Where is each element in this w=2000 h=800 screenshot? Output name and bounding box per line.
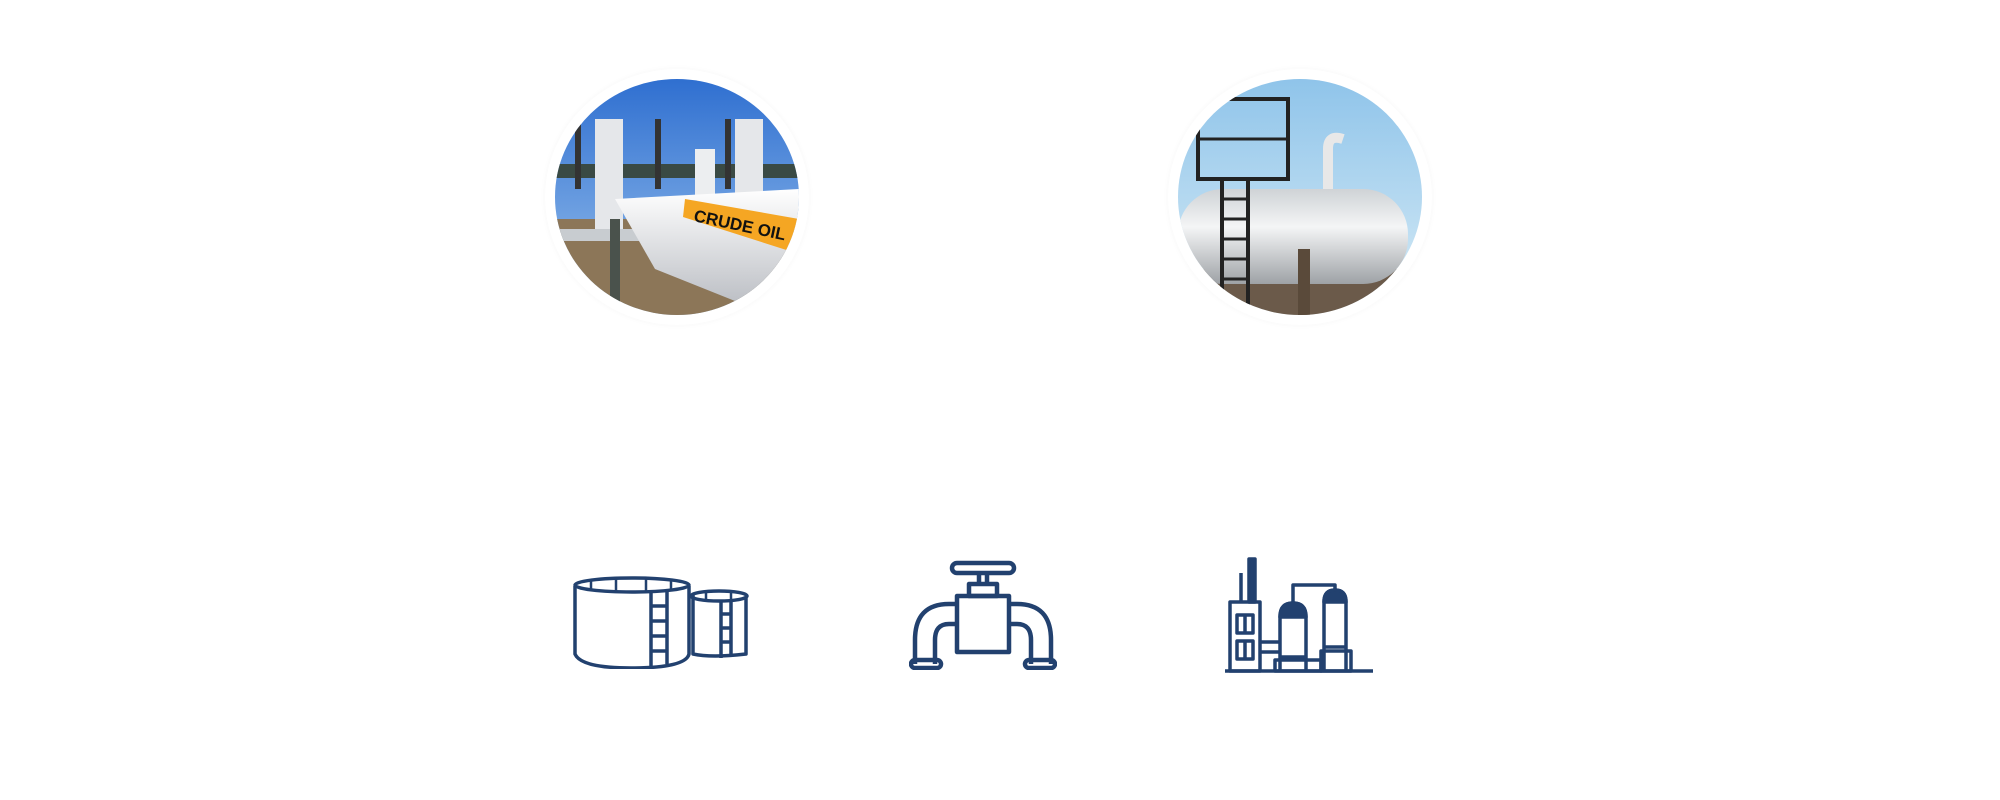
separator-vessel-photo	[1178, 79, 1422, 315]
pipe-valve-icon	[909, 560, 1057, 670]
storage-tanks-icon	[571, 576, 752, 669]
refinery-icon	[1223, 557, 1375, 675]
crude-oil-pipeline-photo: CRUDE OIL	[555, 79, 799, 315]
